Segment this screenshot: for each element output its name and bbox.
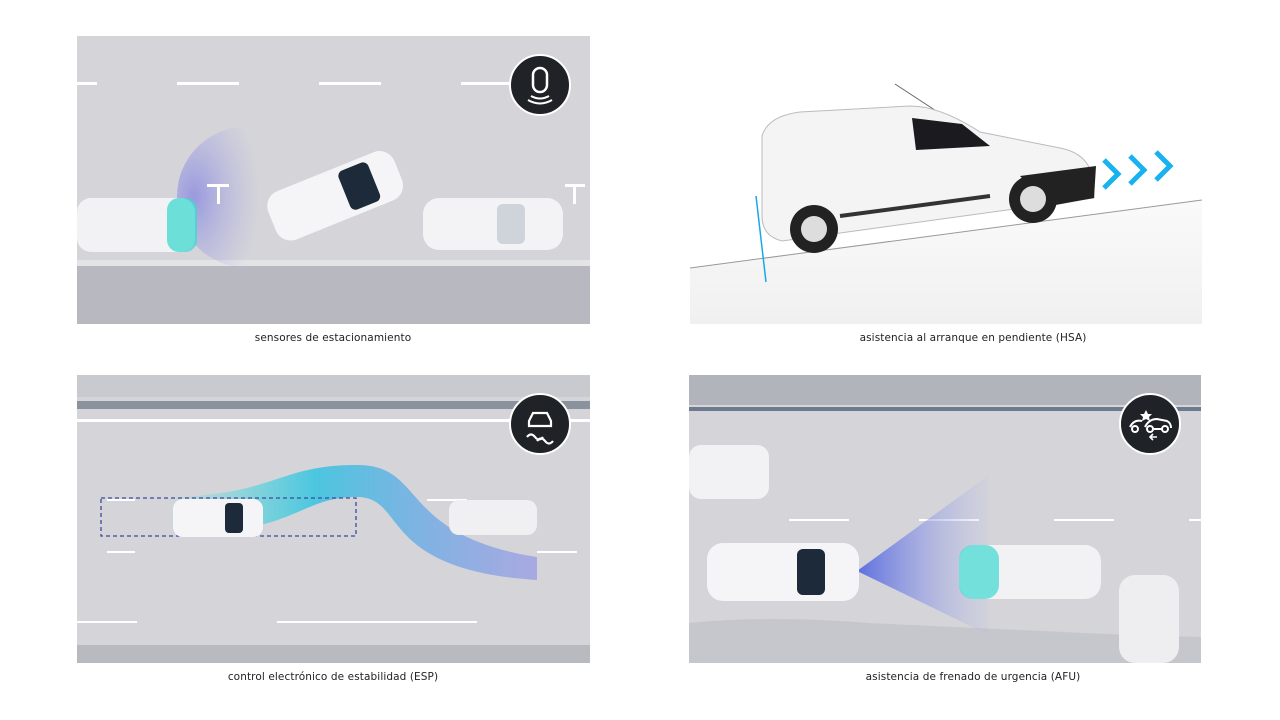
parking-sensor-icon — [509, 54, 571, 116]
collision-brake-icon — [1119, 393, 1181, 455]
esp-illustration — [77, 375, 590, 663]
skid-control-icon — [509, 393, 571, 455]
hill-start-assist-illustration — [690, 36, 1202, 324]
caption-esp: control electrónico de estabilidad (ESP) — [227, 671, 439, 683]
caption-parking-sensors: sensores de estacionamiento — [254, 332, 412, 344]
parking-sensors-illustration — [77, 36, 590, 324]
caption-hill-start-assist: asistencia al arranque en pendiente (HSA… — [859, 332, 1087, 344]
emergency-brake-illustration — [689, 375, 1201, 663]
caption-emergency-brake: asistencia de frenado de urgencia (AFU) — [865, 671, 1081, 683]
